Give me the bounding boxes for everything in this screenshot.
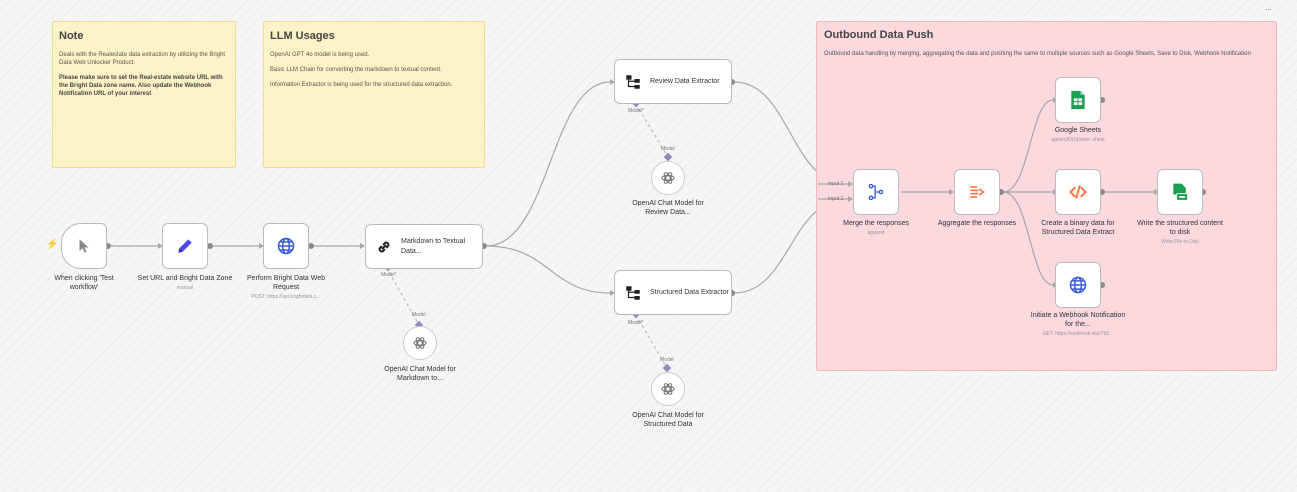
webhook-label: Initiate a Webhook Notification for the.… bbox=[1031, 311, 1126, 337]
write-disk-sub: Write File to Disk bbox=[1161, 239, 1199, 246]
review-model-req-label: Model* bbox=[628, 108, 644, 114]
canvas-menu-button[interactable]: ... bbox=[1265, 3, 1272, 12]
node-markdown-to-textual[interactable]: Markdown to Textual Data... bbox=[365, 224, 483, 269]
sticky-llm-title: LLM Usages bbox=[270, 30, 335, 42]
node-chat-model-review[interactable] bbox=[651, 161, 685, 195]
node-manual-trigger[interactable] bbox=[61, 223, 107, 269]
node-create-binary-data[interactable] bbox=[1055, 169, 1101, 215]
sticky-outbound-title: Outbound Data Push bbox=[824, 29, 934, 41]
node-chat-model-structured[interactable] bbox=[651, 372, 685, 406]
chat-markdown-model-label: Model bbox=[412, 312, 426, 318]
tree-icon bbox=[626, 74, 640, 89]
webhook-sub: GET: https://webhook.site/7b5... bbox=[1042, 331, 1114, 338]
markdown-model-req-label: Model* bbox=[381, 272, 397, 278]
node-bright-data-request[interactable] bbox=[263, 223, 309, 269]
sheets-label: Google Sheets appendOrUpdate: sheet bbox=[1033, 126, 1123, 143]
trigger-bolt-icon: ⚡ bbox=[46, 239, 59, 250]
node-chat-model-markdown[interactable] bbox=[403, 326, 437, 360]
chat-markdown-label-text: OpenAI Chat Model for Markdown to... bbox=[384, 366, 456, 383]
chat-review-model-label: Model bbox=[661, 146, 675, 152]
binary-label-text: Create a binary data for Structured Data… bbox=[1041, 220, 1115, 237]
sticky-note-warning: Please make sure to set the Real-estate … bbox=[59, 75, 223, 98]
structured-node-label: Structured Data Extractor bbox=[650, 288, 729, 296]
chat-review-label-text: OpenAI Chat Model for Review Data... bbox=[632, 200, 704, 217]
node-google-sheets[interactable] bbox=[1055, 77, 1101, 123]
node-webhook-notification[interactable] bbox=[1055, 262, 1101, 308]
tree-icon bbox=[626, 285, 640, 300]
openai-icon bbox=[661, 172, 675, 184]
trigger-label-text: When clicking 'Test workflow' bbox=[54, 275, 114, 292]
node-write-to-disk[interactable] bbox=[1157, 169, 1203, 215]
aggregate-label: Aggregate the responses bbox=[927, 219, 1027, 228]
node-set-url[interactable] bbox=[162, 223, 208, 269]
sticky-llm-line1: OpenAI GPT 4o model is being used. bbox=[270, 52, 370, 58]
webhook-label-text: Initiate a Webhook Notification for the.… bbox=[1030, 312, 1126, 329]
markdown-node-label: Markdown to Textual Data... bbox=[401, 238, 466, 255]
node-merge-responses[interactable] bbox=[853, 169, 899, 215]
review-node-label: Review Data Extractor bbox=[650, 77, 720, 85]
chat-structured-label-text: OpenAI Chat Model for Structured Data bbox=[632, 412, 704, 429]
cursor-icon bbox=[79, 239, 89, 253]
set-url-sub: manual bbox=[176, 285, 194, 292]
sticky-outbound-text: Outbound data handling by merging, aggre… bbox=[824, 51, 1251, 57]
sticky-llm-usages[interactable]: LLM Usages OpenAI GPT 4o model is being … bbox=[263, 21, 485, 168]
write-disk-label: Write the structured content to disk Wri… bbox=[1135, 219, 1225, 245]
set-url-label-text: Set URL and Bright Data Zone bbox=[137, 275, 233, 282]
globe-icon bbox=[277, 237, 295, 255]
merge-icon bbox=[868, 183, 884, 201]
bright-data-label-text: Perform Bright Data Web Request bbox=[246, 275, 326, 292]
merge-input2-label: Input 2 bbox=[828, 196, 844, 202]
google-sheets-icon bbox=[1071, 90, 1085, 110]
merge-label: Merge the responses append bbox=[831, 219, 921, 236]
node-structured-data-extractor[interactable]: Structured Data Extractor bbox=[614, 270, 732, 315]
chat-review-label: OpenAI Chat Model for Review Data... bbox=[621, 199, 716, 217]
chat-structured-label: OpenAI Chat Model for Structured Data bbox=[621, 411, 716, 429]
aggregate-icon bbox=[970, 186, 985, 198]
sticky-llm-line2: Basic LLM Chain for converting the markd… bbox=[270, 67, 442, 74]
openai-icon bbox=[413, 337, 427, 349]
openai-icon bbox=[661, 383, 675, 395]
file-save-icon bbox=[1173, 183, 1188, 201]
sticky-note-text: Deals with the Realestate data extractio… bbox=[59, 52, 226, 67]
binary-label: Create a binary data for Structured Data… bbox=[1033, 219, 1123, 237]
code-icon bbox=[1069, 185, 1087, 199]
sticky-llm-line3: Information Extractor is being used for … bbox=[270, 82, 453, 89]
sheets-sub: appendOrUpdate: sheet bbox=[1051, 137, 1105, 144]
bright-data-label: Perform Bright Data Web Request POST: ht… bbox=[236, 274, 336, 300]
chat-markdown-label: OpenAI Chat Model for Markdown to... bbox=[373, 365, 468, 383]
sheets-label-text: Google Sheets bbox=[1054, 127, 1102, 134]
merge-input1-label: Input 1 bbox=[828, 181, 844, 187]
sticky-note[interactable]: Note Deals with the Realestate data extr… bbox=[52, 21, 236, 168]
chat-structured-model-label: Model bbox=[660, 357, 674, 363]
trigger-label: When clicking 'Test workflow' bbox=[44, 274, 124, 292]
globe-icon bbox=[1069, 276, 1087, 294]
node-review-data-extractor[interactable]: Review Data Extractor bbox=[614, 59, 732, 104]
bright-data-sub: POST: https://api.brightdata.c... bbox=[251, 294, 321, 301]
node-aggregate-responses[interactable] bbox=[954, 169, 1000, 215]
set-url-label: Set URL and Bright Data Zone manual bbox=[138, 274, 233, 291]
sticky-note-title: Note bbox=[59, 30, 84, 42]
merge-sub: append bbox=[867, 230, 885, 237]
merge-label-text: Merge the responses bbox=[843, 220, 909, 227]
structured-model-req-label: Model* bbox=[628, 320, 644, 326]
aggregate-label-text: Aggregate the responses bbox=[937, 220, 1017, 227]
write-disk-label-text: Write the structured content to disk bbox=[1137, 220, 1223, 237]
chain-link-icon bbox=[378, 241, 390, 252]
pencil-icon bbox=[178, 239, 192, 253]
